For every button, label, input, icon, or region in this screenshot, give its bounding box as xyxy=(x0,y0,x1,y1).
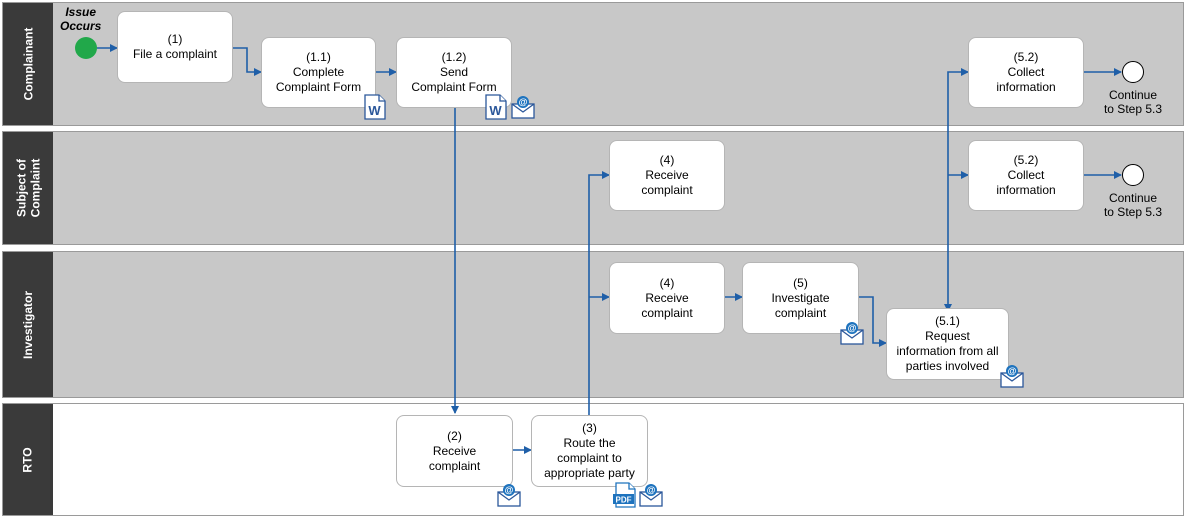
email-icon: @ xyxy=(1000,365,1024,388)
end-event-subject xyxy=(1122,164,1144,186)
arrow-5-to-5-1 xyxy=(859,296,887,347)
word-document-icon: W xyxy=(364,94,386,120)
svg-text:W: W xyxy=(368,103,381,118)
step-1-1-complete-form[interactable]: (1.1) Complete Complaint Form xyxy=(261,37,376,108)
step-4-receive-investigator[interactable]: (4) Receive complaint xyxy=(609,262,725,334)
step-3-route-complaint[interactable]: (3) Route the complaint to appropriate p… xyxy=(531,415,648,487)
end-event-complainant xyxy=(1122,61,1144,83)
step-5-2-collect-complainant[interactable]: (5.2) Collect information xyxy=(968,37,1084,108)
lane-label-investigator: Investigator xyxy=(3,252,53,397)
email-icon: @ xyxy=(840,322,864,345)
lane-label-complainant: Complainant xyxy=(3,3,53,125)
start-event xyxy=(75,37,97,59)
arrow-5-1-to-collect xyxy=(947,68,969,308)
end-event-label-subject: Continue to Step 5.3 xyxy=(1103,191,1163,219)
step-5-2-collect-subject[interactable]: (5.2) Collect information xyxy=(968,140,1084,211)
end-event-label-complainant: Continue to Step 5.3 xyxy=(1103,88,1163,116)
svg-text:@: @ xyxy=(505,485,514,495)
start-event-label: Issue Occurs xyxy=(60,5,102,33)
arrow-3-to-4 xyxy=(588,171,610,416)
email-icon: @ xyxy=(511,96,535,119)
arrow-1-to-1-1 xyxy=(233,47,262,76)
lane-label-subject-of-complaint: Subject of Complaint xyxy=(3,132,53,244)
email-icon: @ xyxy=(497,484,521,507)
pdf-document-icon: PDF xyxy=(613,482,636,508)
step-4-receive-subject[interactable]: (4) Receive complaint xyxy=(609,140,725,211)
step-1-2-send-form[interactable]: (1.2) Send Complaint Form xyxy=(396,37,512,108)
svg-text:PDF: PDF xyxy=(616,496,632,505)
svg-text:@: @ xyxy=(647,485,656,495)
email-icon: @ xyxy=(639,484,663,507)
word-document-icon: W xyxy=(485,94,507,120)
step-5-investigate[interactable]: (5) Investigate complaint xyxy=(742,262,859,334)
step-1-file-complaint[interactable]: (1) File a complaint xyxy=(117,11,233,83)
lane-label-rto: RTO xyxy=(3,404,53,515)
svg-text:@: @ xyxy=(848,323,857,333)
svg-text:W: W xyxy=(489,103,502,118)
step-5-1-request-info[interactable]: (5.1) Request information from all parti… xyxy=(886,308,1009,380)
step-2-receive-rto[interactable]: (2) Receive complaint xyxy=(396,415,513,487)
svg-text:@: @ xyxy=(519,97,528,107)
svg-text:@: @ xyxy=(1008,366,1017,376)
